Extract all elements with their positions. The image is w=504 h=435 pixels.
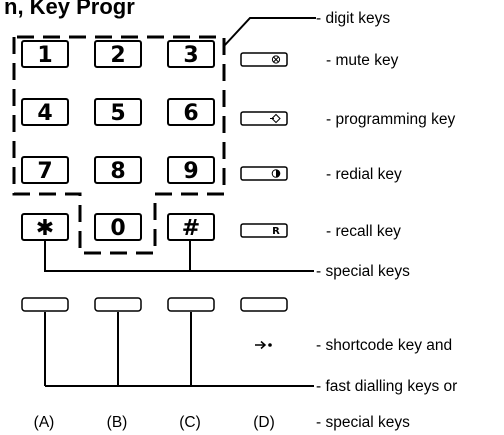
column-label-c: (C) [179, 414, 201, 431]
column-label-d: (D) [253, 414, 275, 431]
key-5-label: 5 [110, 101, 125, 126]
key-0-label: 0 [110, 216, 125, 241]
key-9-label: 9 [183, 159, 198, 184]
redial-symbol-icon [271, 169, 281, 178]
key-6[interactable]: 6 [167, 98, 215, 126]
label-mute-key: - mute key [326, 52, 399, 69]
label-special-keys-bottom: - special keys [316, 414, 410, 431]
mute-symbol-icon [271, 55, 281, 64]
mute-key[interactable] [240, 52, 288, 67]
key-7[interactable]: 7 [21, 156, 69, 184]
label-fast-dialling-keys: - fast dialling keys or [316, 378, 457, 395]
key-8[interactable]: 8 [94, 156, 142, 184]
key-star[interactable]: ✱ [21, 213, 69, 241]
key-star-label: ✱ [36, 216, 54, 241]
programming-symbol-icon [270, 113, 281, 124]
key-9[interactable]: 9 [167, 156, 215, 184]
arrow-to-dot-icon [255, 340, 272, 350]
redial-key[interactable] [240, 166, 288, 181]
key-5[interactable]: 5 [94, 98, 142, 126]
key-2-label: 2 [110, 43, 125, 68]
key-7-label: 7 [37, 159, 52, 184]
label-recall-key: - recall key [326, 223, 401, 240]
special-keys-bracket [44, 241, 191, 272]
programming-key[interactable] [240, 111, 288, 126]
key-4-label: 4 [37, 101, 52, 126]
digit-keys-leader [223, 17, 316, 47]
label-digit-keys: - digit keys [316, 10, 390, 27]
key-0[interactable]: 0 [94, 213, 142, 241]
key-3-label: 3 [183, 43, 198, 68]
label-special-keys: - special keys [316, 263, 410, 280]
fast-dial-key-a[interactable] [21, 297, 69, 312]
label-programming-key: - programming key [326, 111, 455, 128]
key-8-label: 8 [110, 159, 125, 184]
section-heading: n, Key Progr [4, 0, 135, 19]
label-redial-key: - redial key [326, 166, 402, 183]
key-2[interactable]: 2 [94, 40, 142, 68]
column-label-a: (A) [34, 414, 55, 431]
column-label-b: (B) [107, 414, 128, 431]
recall-symbol-icon: R [272, 226, 280, 237]
key-4[interactable]: 4 [21, 98, 69, 126]
key-6-label: 6 [183, 101, 198, 126]
key-1-label: 1 [37, 43, 52, 68]
key-3[interactable]: 3 [167, 40, 215, 68]
label-shortcode-key: - shortcode key and [316, 337, 452, 354]
key-hash[interactable]: # [167, 213, 215, 241]
shortcode-key-d[interactable] [240, 297, 288, 312]
key-1[interactable]: 1 [21, 40, 69, 68]
key-hash-label: # [182, 216, 200, 241]
fast-dial-key-c[interactable] [167, 297, 215, 312]
recall-key[interactable]: R [240, 223, 288, 238]
fast-dial-key-b[interactable] [94, 297, 142, 312]
